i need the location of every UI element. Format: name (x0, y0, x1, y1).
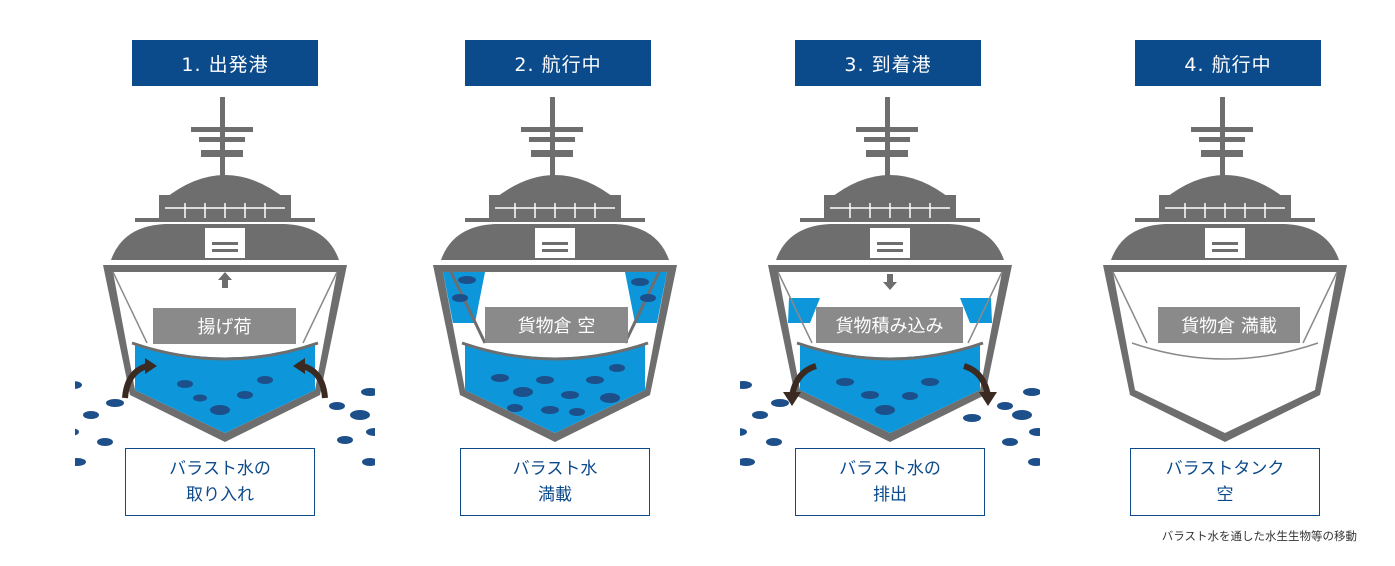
fish-inside (836, 378, 939, 415)
caption-line-1: バラスト水 (512, 459, 598, 479)
ballast-water (135, 343, 315, 433)
stage-title-3: 3. 到着港 (795, 40, 981, 86)
caption-line-2: 空 (1216, 485, 1234, 505)
hold-label-1: 揚げ荷 (197, 317, 252, 338)
hold-label-2: 貨物倉 空 (517, 316, 596, 337)
ship-illustration-3 (740, 97, 1040, 466)
ballast-water (788, 298, 820, 323)
hold-label-4: 貨物倉 満載 (1181, 316, 1277, 337)
fish-inside (452, 276, 656, 416)
caption-line-2: 取り入れ (186, 485, 254, 505)
stage-title-1: 1. 出発港 (132, 40, 318, 86)
cargo-down-arrow (883, 274, 897, 290)
cargo-up-arrow (218, 272, 232, 288)
stage-caption-2: バラスト水 満載 (460, 448, 650, 516)
ship-illustration-2 (433, 97, 677, 442)
stage-title-4: 4. 航行中 (1135, 40, 1321, 86)
stage-panel-1: 1. 出発港 (75, 0, 375, 566)
fish-outside (740, 381, 1040, 466)
caption-line-1: バラスト水の (839, 459, 941, 479)
caption-line-2: 満載 (538, 485, 572, 505)
stage-panel-2: 2. 航行中 (405, 0, 705, 566)
stage-caption-1: バラスト水の 取り入れ (125, 448, 315, 516)
fish-inside (177, 376, 273, 415)
ship-illustration-4 (1103, 97, 1347, 442)
stage-title-2: 2. 航行中 (465, 40, 651, 86)
stage-panel-3: 3. 到着港 (740, 0, 1040, 566)
intake-arrow-right (301, 363, 328, 399)
fish-outside (75, 381, 375, 466)
stage-panel-4: 4. 航行中 貨物倉 満載 バラストタンク 空 (1075, 0, 1375, 566)
ship-illustration-1 (75, 97, 375, 466)
caption-line-1: バラスト水の (169, 459, 271, 479)
caption-line-1: バラストタンク (1165, 459, 1285, 479)
stage-caption-3: バラスト水の 排出 (795, 448, 985, 516)
footnote: バラスト水を通した水生生物等の移動 (1161, 529, 1357, 543)
intake-arrow-left (122, 363, 149, 399)
hold-label-3: 貨物積み込み (835, 316, 944, 337)
stage-caption-4: バラストタンク 空 (1130, 448, 1320, 516)
caption-line-2: 排出 (873, 485, 907, 505)
